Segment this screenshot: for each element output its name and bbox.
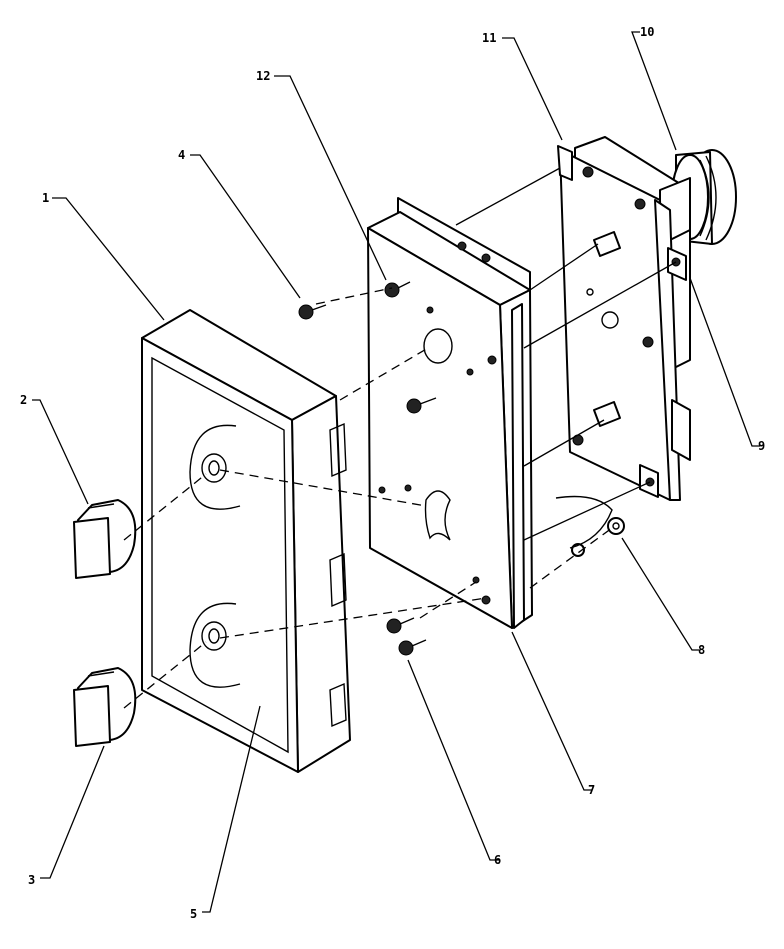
callout-8: 8 (698, 643, 705, 657)
alignment-lines (123, 167, 677, 709)
callout-labels: 1 2 3 4 5 6 7 8 9 10 11 12 (20, 25, 765, 921)
switch-plate (367, 197, 533, 629)
screw-12 (384, 281, 411, 298)
ground-wire (555, 495, 613, 549)
leader-lines (32, 31, 760, 913)
callout-7: 7 (588, 783, 595, 797)
screw-4 (298, 304, 327, 320)
mounting-plate (559, 149, 671, 501)
callout-11: 11 (482, 31, 496, 45)
nut-8 (571, 517, 625, 557)
screws-6 (386, 617, 427, 656)
knob-boss-lower (189, 602, 241, 688)
callout-4: 4 (178, 148, 185, 162)
plate-screw (406, 397, 437, 414)
callout-9: 9 (758, 439, 765, 453)
callout-1: 1 (42, 191, 49, 205)
callout-6: 6 (494, 853, 501, 867)
knob-lower (73, 667, 137, 747)
knob-upper (73, 499, 137, 579)
callout-12: 12 (256, 69, 270, 83)
knob-boss-upper (189, 424, 241, 510)
callout-10: 10 (640, 25, 654, 39)
control-panel-bezel (141, 309, 351, 773)
callout-5: 5 (190, 907, 197, 921)
callout-3: 3 (28, 873, 35, 887)
timer-motor-assembly (557, 136, 737, 501)
callout-2: 2 (20, 393, 27, 407)
